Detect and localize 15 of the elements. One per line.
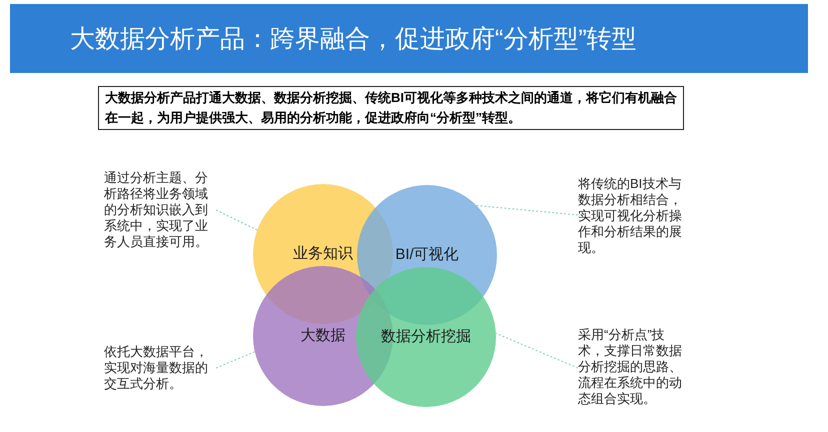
venn-circle: [356, 267, 496, 407]
leader-line: [216, 210, 258, 231]
circle-label: 数据分析挖掘: [381, 328, 471, 346]
summary-text-box: 大数据分析产品打通大数据、数据分析挖掘、传统BI可视化等多种技术之间的通道，将它们有机融合在一起，为用户提供强大、易用的分析功能，促进政府向“分析型”转型。: [98, 86, 684, 130]
leader-line: [476, 205, 578, 216]
circle-label: 大数据: [300, 327, 346, 345]
annotation-text: 通过分析主题、分析路径将业务领域的分析知识嵌入到系统中，实现了业务人员直接可用。: [104, 170, 216, 250]
leader-line: [216, 351, 256, 368]
circle-label: BI/可视化: [395, 246, 459, 264]
title: 大数据分析产品：跨界融合，促进政府“分析型”转型: [70, 24, 637, 54]
annotation-text: 将传统的BI技术与数据分析相结合，实现可视化分析操作和分析结果的展现。: [578, 176, 690, 256]
circle-label: 业务知识: [293, 245, 353, 263]
leader-line: [495, 332, 578, 368]
annotation-text: 依托大数据平台，实现对海量数据的交互式分析。: [104, 344, 216, 392]
annotation-text: 采用“分析点”技术，支撑日常数据分析挖掘的思路、流程在系统中的动态组合实现。: [578, 327, 690, 407]
